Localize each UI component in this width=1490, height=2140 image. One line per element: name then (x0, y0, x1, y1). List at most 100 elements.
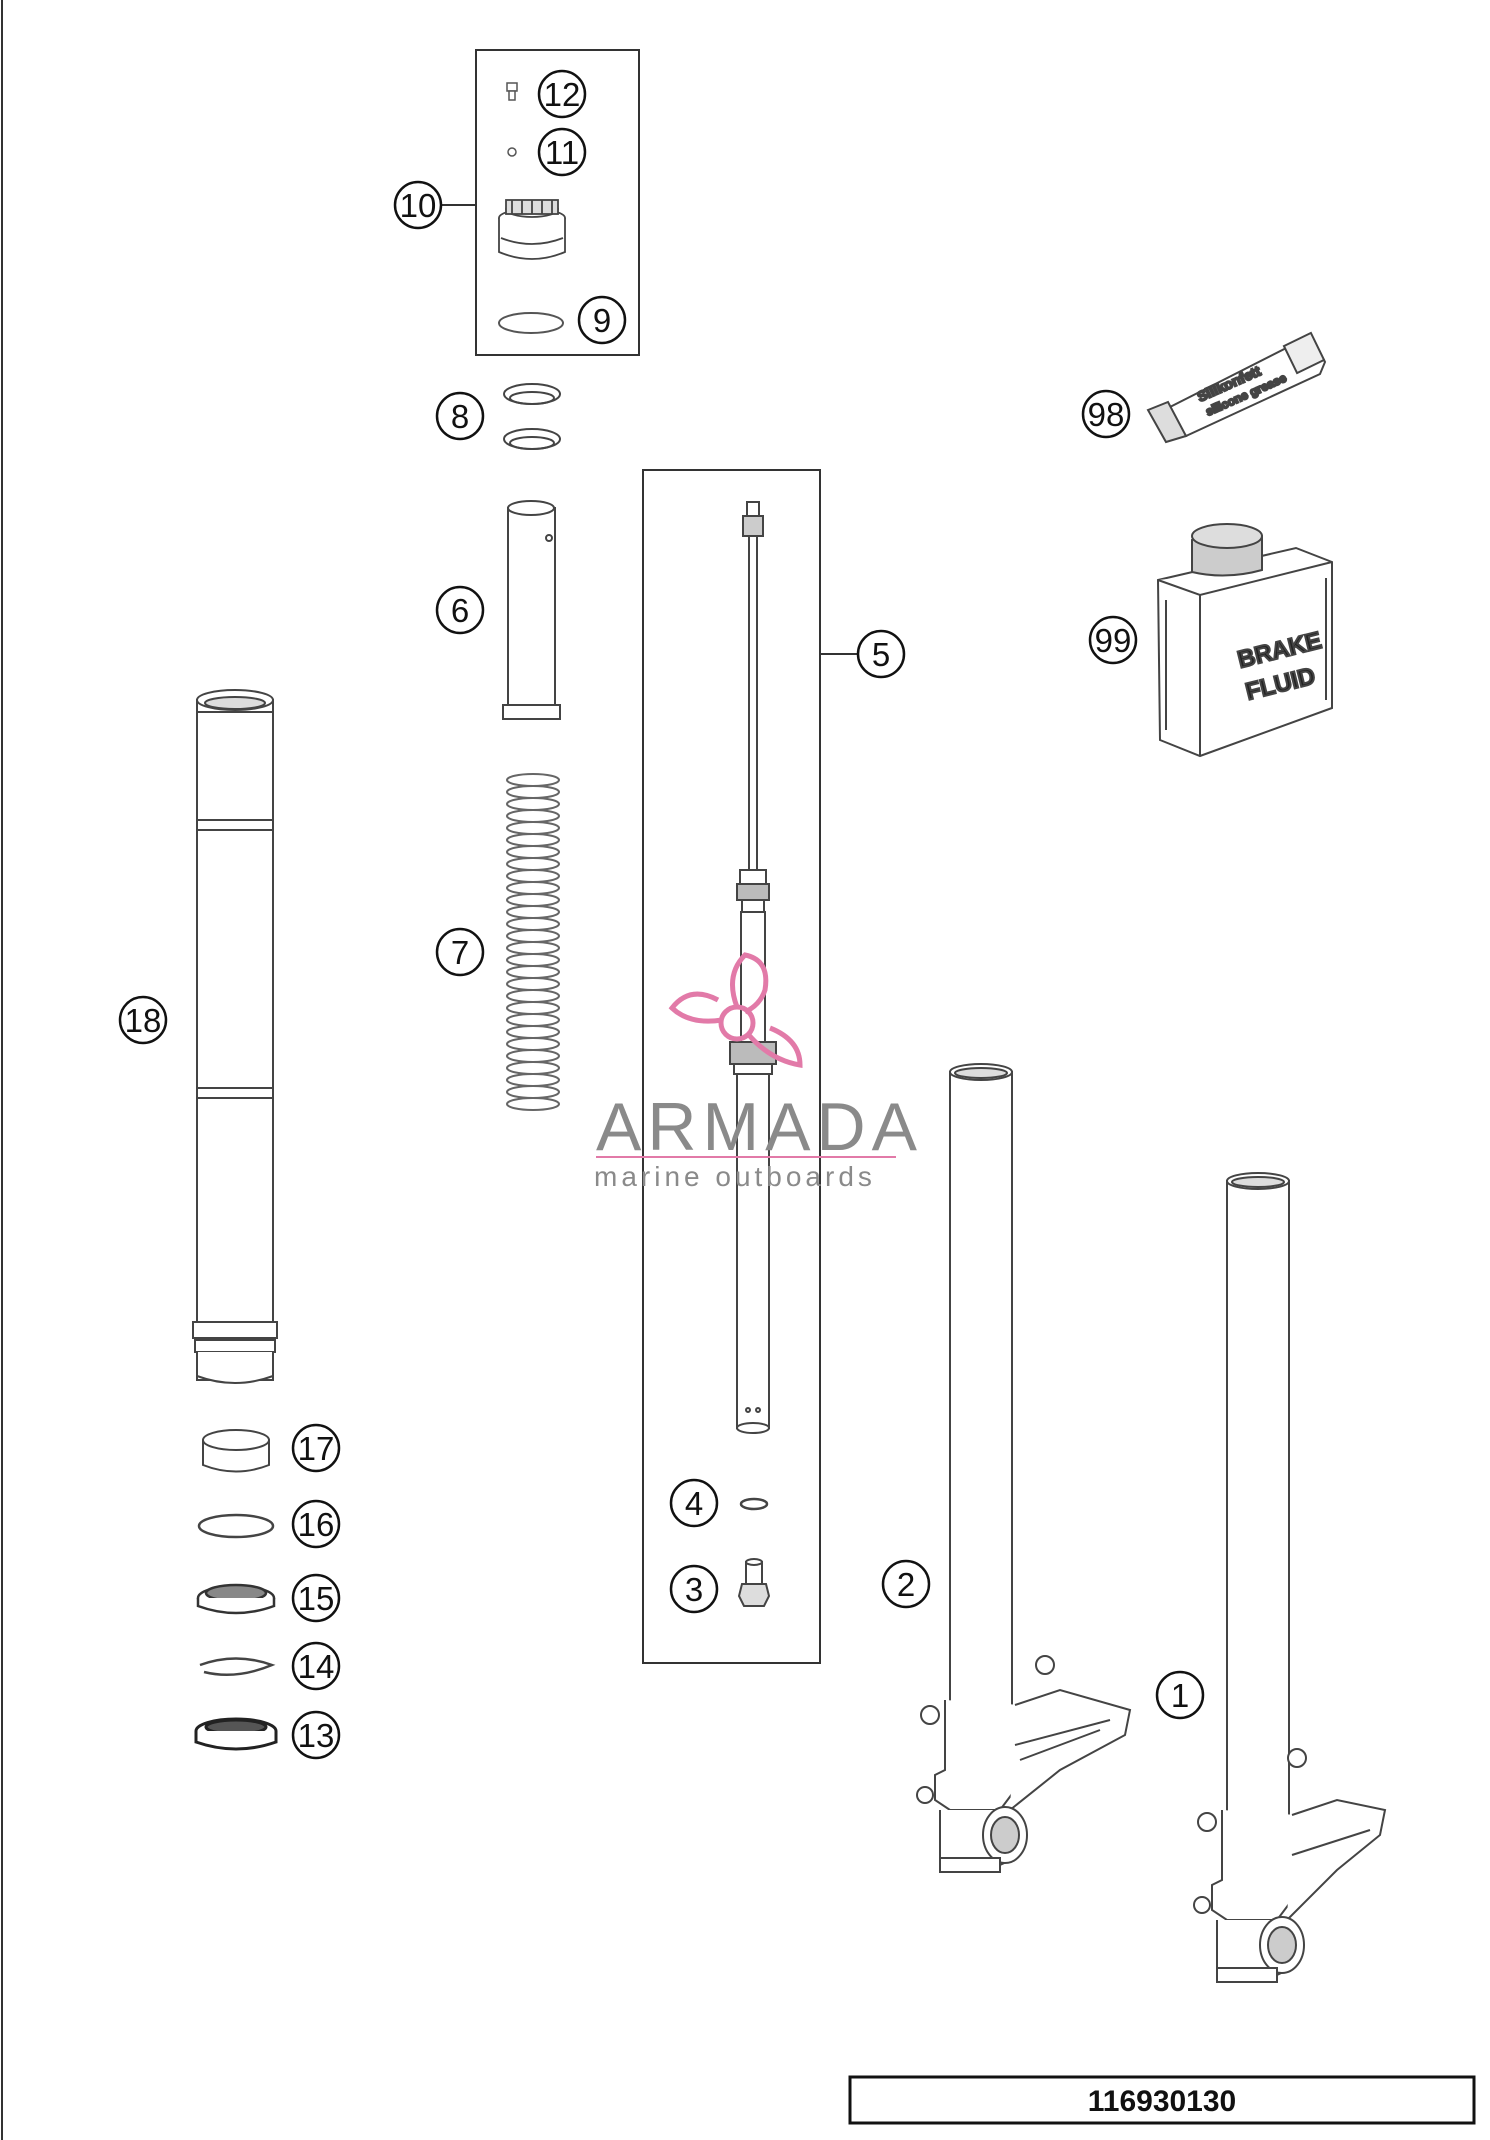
callout-circle (435, 927, 485, 977)
drawing-number-box (848, 2075, 1476, 2125)
spring-coil (506, 941, 560, 955)
part-6-spacer-tube (502, 500, 561, 720)
part-7-spring (506, 773, 560, 1111)
callout-circle (537, 69, 587, 119)
callout-number: 98 (1088, 396, 1125, 433)
part-18-outer-tube (192, 689, 278, 1384)
callout-18: 18 (118, 995, 168, 1045)
callout-1: 1 (1155, 1670, 1205, 1720)
spring-coil (506, 785, 560, 799)
callout-circle (393, 180, 443, 230)
callout-number: 6 (451, 592, 469, 629)
part-12-screw (506, 82, 518, 101)
part-4-washer (739, 1497, 769, 1511)
armada-watermark: ARMADA marine outboards (594, 952, 923, 1192)
spring-coil (506, 893, 560, 907)
spring-coil (506, 1013, 560, 1027)
part-15-seal (196, 1583, 276, 1615)
callout-number: 15 (298, 1580, 335, 1617)
spring-coil (506, 833, 560, 847)
spring-coil (506, 953, 560, 967)
part-16-ring (197, 1513, 275, 1539)
callout-circle (537, 127, 587, 177)
spring-coil (506, 881, 560, 895)
spring-coil (506, 1049, 560, 1063)
callout-8: 8 (435, 391, 485, 441)
callout-circle (577, 295, 627, 345)
spring-coil (506, 857, 560, 871)
callout-number: 12 (544, 76, 581, 113)
callout-circle (291, 1423, 341, 1473)
callout-6: 6 (435, 585, 485, 635)
callout-16: 16 (291, 1499, 341, 1549)
spring-coil (506, 1001, 560, 1015)
callout-number: 8 (451, 398, 469, 435)
callout-number: 3 (685, 1571, 703, 1608)
callout-10: 10 (393, 180, 443, 230)
callout-15: 15 (291, 1573, 341, 1623)
spring-coil (506, 917, 560, 931)
callout-98: 98 (1081, 389, 1131, 439)
callout-circle (291, 1710, 341, 1760)
group-box-5 (642, 469, 821, 1664)
spring-coil (506, 989, 560, 1003)
callout-2: 2 (881, 1559, 931, 1609)
spring-coil (506, 797, 560, 811)
callout-number: 7 (451, 934, 469, 971)
callout-99: 99 (1088, 615, 1138, 665)
part-5-damping-cartridge (729, 501, 777, 1434)
part-10-valve-cap (498, 199, 566, 260)
callout-circle (291, 1641, 341, 1691)
callout-number: 1 (1171, 1677, 1189, 1714)
spring-coil (506, 845, 560, 859)
callout-17: 17 (291, 1423, 341, 1473)
callout-circle (669, 1564, 719, 1614)
callout-3: 3 (669, 1564, 719, 1614)
callout-14: 14 (291, 1641, 341, 1691)
callout-circle (435, 391, 485, 441)
callout-circle (118, 995, 168, 1045)
spring-coil (506, 1061, 560, 1075)
spring-coil (506, 773, 560, 787)
spring-coil (506, 821, 560, 835)
callout-11: 11 (537, 127, 587, 177)
spring-coil (506, 977, 560, 991)
callout-number: 16 (298, 1506, 335, 1543)
callout-number: 99 (1095, 622, 1132, 659)
spring-coil (506, 905, 560, 919)
callout-circle (291, 1499, 341, 1549)
spring-coil (506, 1025, 560, 1039)
callout-number: 17 (298, 1430, 335, 1467)
drawing-number: 116930130 (1088, 2085, 1237, 2118)
callout-number: 13 (298, 1717, 335, 1754)
callout-number: 9 (593, 302, 611, 339)
group-box-10 (475, 49, 640, 356)
watermark-name: ARMADA (596, 1089, 923, 1165)
callout-circle (1081, 389, 1131, 439)
callout-5: 5 (856, 629, 906, 679)
callout-4: 4 (669, 1478, 719, 1528)
part-8-washers (503, 383, 561, 450)
callout-12: 12 (537, 69, 587, 119)
callout-13: 13 (291, 1710, 341, 1760)
part-11-ball (507, 147, 517, 157)
callout-number: 11 (545, 134, 579, 171)
spring-coil (506, 1097, 560, 1111)
callout-circle (881, 1559, 931, 1609)
spring-coil (506, 1073, 560, 1087)
callout-number: 2 (897, 1566, 915, 1603)
part-14-circlip (199, 1657, 276, 1677)
part-3-bolt (737, 1558, 771, 1607)
callout-9: 9 (577, 295, 627, 345)
callout-circle (1088, 615, 1138, 665)
part-2-fork-leg (916, 1063, 1132, 1873)
part-1-fork-leg (1193, 1172, 1387, 1983)
part-98-grease-tube: Silikonfett silicone grease (1146, 331, 1327, 444)
part-13-dust-seal (194, 1717, 278, 1751)
spring-coil (506, 965, 560, 979)
callout-number: 4 (685, 1485, 703, 1522)
armada-logo-icon (668, 952, 803, 1068)
callout-7: 7 (435, 927, 485, 977)
